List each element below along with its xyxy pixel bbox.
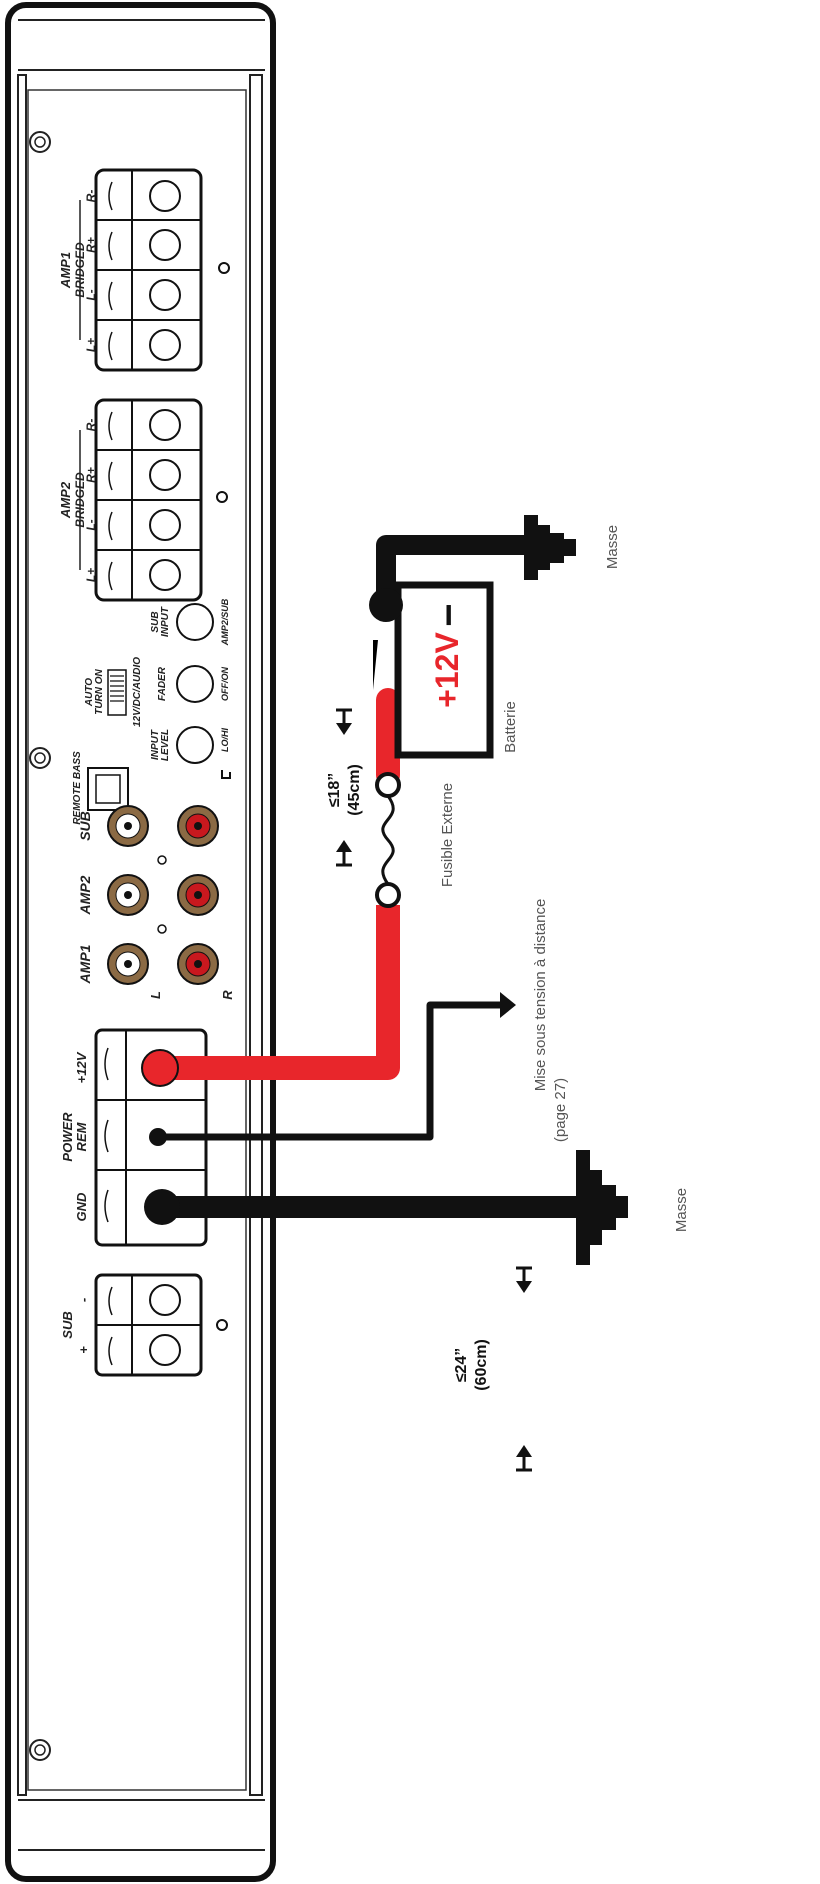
amp2-sub-label: AMP2/SUB — [220, 598, 230, 646]
rca-amp2-label: AMP2 — [77, 875, 93, 915]
external-fuse — [375, 772, 401, 908]
rca-amp2-left[interactable] — [107, 874, 149, 916]
sub-output-plus: + — [76, 1346, 91, 1354]
sub-output-label: SUB — [60, 1311, 75, 1338]
amp1-term-r-plus: R+ — [84, 237, 98, 253]
rca-sub-left[interactable] — [107, 805, 149, 847]
amp1-term-l-minus: L- — [84, 289, 98, 300]
amp1-bridged-label: BRIDGED — [73, 242, 87, 298]
battery — [373, 581, 494, 759]
input-level-label-1: INPUT — [150, 729, 161, 760]
remote-bass-label: REMOTE BASS — [72, 751, 83, 825]
fuse-distance-dimension — [336, 708, 352, 867]
power-12v-label: +12V — [74, 1051, 89, 1083]
positive-power-wire — [141, 688, 400, 1087]
masse-top-label: Masse — [604, 525, 621, 569]
amp2-speaker-terminal-block — [94, 398, 203, 602]
amp2-bridged-label: BRIDGED — [73, 472, 87, 528]
remote-bass-port[interactable] — [87, 767, 129, 811]
fader-label: FADER — [157, 666, 168, 701]
rca-amp1-left[interactable] — [107, 943, 149, 985]
off-on-label: OFF/ON — [220, 667, 230, 701]
sub-input-knob[interactable] — [176, 603, 214, 641]
sub-input-label-2: INPUT — [160, 606, 171, 637]
masse-bottom-label: Masse — [673, 1188, 690, 1232]
amp1-term-l-plus: L+ — [84, 338, 98, 352]
amp1-title: AMP1 — [58, 252, 73, 289]
input-level-knob[interactable] — [176, 726, 214, 764]
remote-label-line1: Mise sous tension à distance — [532, 899, 549, 1092]
auto-turn-on-switch[interactable] — [107, 669, 127, 716]
sub-input-label-1: SUB — [150, 611, 161, 632]
amp2-term-r-plus: R+ — [84, 467, 98, 483]
input-level-label-2: LEVEL — [160, 729, 171, 761]
rca-amp1-label: AMP1 — [77, 944, 93, 984]
amp2-term-l-plus: L+ — [84, 568, 98, 582]
sub-output-terminal-block — [94, 1273, 203, 1377]
lo-hi-symbol-icon — [221, 770, 231, 779]
ground-wire — [144, 1150, 628, 1265]
rca-sub-label: SUB — [77, 811, 93, 841]
ground-length-dimension — [516, 1266, 532, 1472]
amp2-title: AMP2 — [58, 481, 73, 519]
amp1-term-r-minus: R- — [84, 190, 98, 203]
fuse-distance-cm: (45cm) — [346, 764, 363, 816]
amplifier-chassis — [5, 2, 276, 1882]
rca-amp2-right[interactable] — [177, 874, 219, 916]
remote-label-line2: (page 27) — [552, 1078, 569, 1142]
auto-turn-on-mode: 12V/DC/AUDIO — [132, 657, 143, 727]
rca-right-label: R — [220, 990, 235, 1000]
ground-length-inches: ≤24” — [453, 1348, 470, 1383]
power-gnd-label: GND — [74, 1192, 89, 1222]
fuse-label: Fusible Externe — [439, 783, 456, 887]
fader-knob[interactable] — [176, 665, 214, 703]
amp1-speaker-terminal-block — [94, 168, 203, 372]
amp2-term-r-minus: R- — [84, 419, 98, 432]
ground-length-cm: (60cm) — [473, 1339, 490, 1391]
battery-label: Batterie — [502, 701, 519, 753]
rca-amp1-right[interactable] — [177, 943, 219, 985]
remote-turn-on-wire — [149, 992, 516, 1146]
lo-hi-label: LO/HI — [220, 728, 230, 752]
fuse-distance-inches: ≤18” — [326, 773, 343, 808]
rca-sub-right[interactable] — [177, 805, 219, 847]
battery-ground-wire — [369, 515, 576, 622]
amp2-term-l-minus: L- — [84, 519, 98, 530]
power-label: POWER — [60, 1112, 75, 1162]
auto-turn-on-label-2: TURN ON — [94, 668, 105, 714]
battery-minus-label: − — [427, 603, 471, 626]
battery-plus-label: +12V — [429, 632, 465, 708]
sub-output-minus: - — [76, 1298, 91, 1302]
power-rem-label: REM — [74, 1121, 89, 1151]
auto-turn-on-label-1: AUTO — [84, 678, 95, 707]
rca-left-label: L — [148, 991, 163, 999]
